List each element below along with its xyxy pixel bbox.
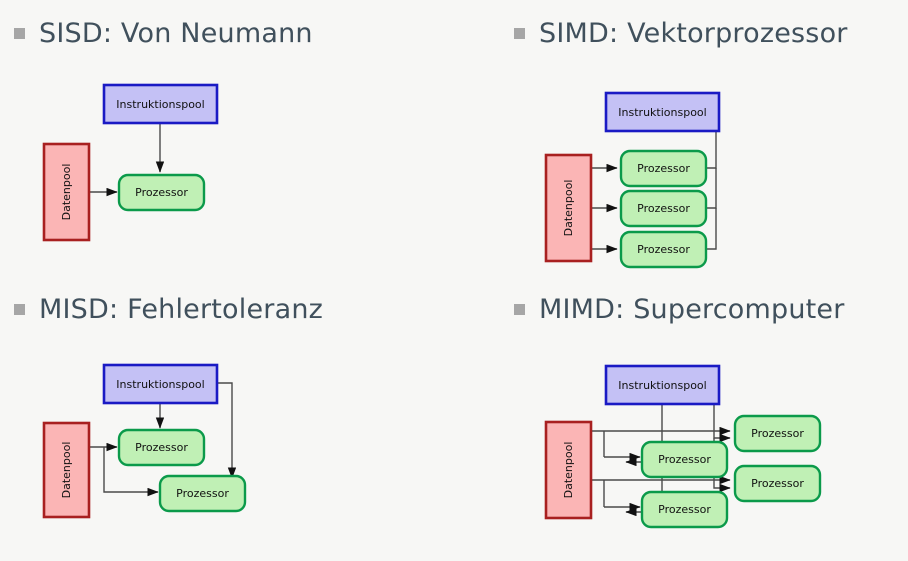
heading-sisd: SISD: Von Neumann <box>14 18 313 49</box>
processor-box: Prozessor <box>640 490 729 529</box>
processor-label: Prozessor <box>135 441 188 454</box>
processor-box: Prozessor <box>640 440 729 479</box>
heading-misd: MISD: Fehlertoleranz <box>14 294 323 325</box>
data-pool-box: Datenpool <box>42 421 91 519</box>
flynn-taxonomy-slide: SISD: Von Neumann Instruktionspool <box>0 0 908 541</box>
instruction-pool-box: Instruktionspool <box>604 91 721 133</box>
quadrant-simd: SIMD: Vektorprozessor <box>454 0 908 280</box>
arrow-instruction-to-processor-2 <box>217 382 237 479</box>
processor-box: Prozessor <box>117 173 206 212</box>
quadrant-sisd: SISD: Von Neumann Instruktionspool <box>0 0 454 280</box>
data-pool-label: Datenpool <box>60 442 73 499</box>
processor-label: Prozessor <box>751 477 804 490</box>
bullet-square-icon <box>14 28 25 39</box>
data-pool-box: Datenpool <box>42 142 91 242</box>
data-pool-label: Datenpool <box>60 164 73 221</box>
instruction-pool-box: Instruktionspool <box>604 364 721 406</box>
data-pool-label: Datenpool <box>562 180 575 237</box>
instruction-pool-box: Instruktionspool <box>102 363 219 405</box>
processor-box: Prozessor <box>117 428 206 467</box>
heading-sisd-label: SISD: Von Neumann <box>39 18 313 49</box>
processor-box: Prozessor <box>733 414 822 453</box>
processor-label: Prozessor <box>176 487 229 500</box>
quadrant-mimd: MIMD: Supercomputer <box>454 280 908 541</box>
diagram-sisd: Instruktionspool Datenpool Prozessor <box>0 0 454 281</box>
processor-label: Prozessor <box>637 162 690 175</box>
processor-box: Prozessor <box>619 149 708 188</box>
processor-label: Prozessor <box>751 427 804 440</box>
processor-label: Prozessor <box>658 453 711 466</box>
heading-misd-label: MISD: Fehlertoleranz <box>39 294 324 325</box>
data-pool-box: Datenpool <box>544 153 593 263</box>
heading-simd: SIMD: Vektorprozessor <box>514 18 848 49</box>
heading-mimd-label: MIMD: Supercomputer <box>539 294 845 325</box>
heading-mimd: MIMD: Supercomputer <box>514 294 845 325</box>
processor-box: Prozessor <box>619 230 708 269</box>
processor-box: Prozessor <box>619 189 708 228</box>
data-pool-label: Datenpool <box>562 442 575 499</box>
bullet-square-icon <box>14 304 25 315</box>
quadrant-misd: MISD: Fehlertoleranz <box>0 280 454 541</box>
processor-label: Prozessor <box>135 186 188 199</box>
instruction-pool-label: Instruktionspool <box>618 106 706 119</box>
arrow-data-to-processor-2 <box>103 447 159 497</box>
processor-box: Prozessor <box>733 464 822 503</box>
processor-label: Prozessor <box>658 503 711 516</box>
instruction-pool-box: Instruktionspool <box>102 83 219 125</box>
bullet-square-icon <box>514 304 525 315</box>
data-pool-box: Datenpool <box>544 420 593 520</box>
instruction-pool-label: Instruktionspool <box>618 379 706 392</box>
processor-label: Prozessor <box>637 243 690 256</box>
heading-simd-label: SIMD: Vektorprozessor <box>539 18 848 49</box>
processor-label: Prozessor <box>637 202 690 215</box>
bullet-square-icon <box>514 28 525 39</box>
instruction-pool-label: Instruktionspool <box>116 98 204 111</box>
diagram-simd: Instruktionspool Datenpool Prozessor Pro… <box>454 0 908 281</box>
processor-box: Prozessor <box>158 474 247 513</box>
diagram-mimd: Instruktionspool Datenpool Prozessor Pro… <box>454 280 908 561</box>
instruction-pool-label: Instruktionspool <box>116 378 204 391</box>
diagram-misd: Instruktionspool Datenpool Prozessor Pro… <box>0 280 454 561</box>
